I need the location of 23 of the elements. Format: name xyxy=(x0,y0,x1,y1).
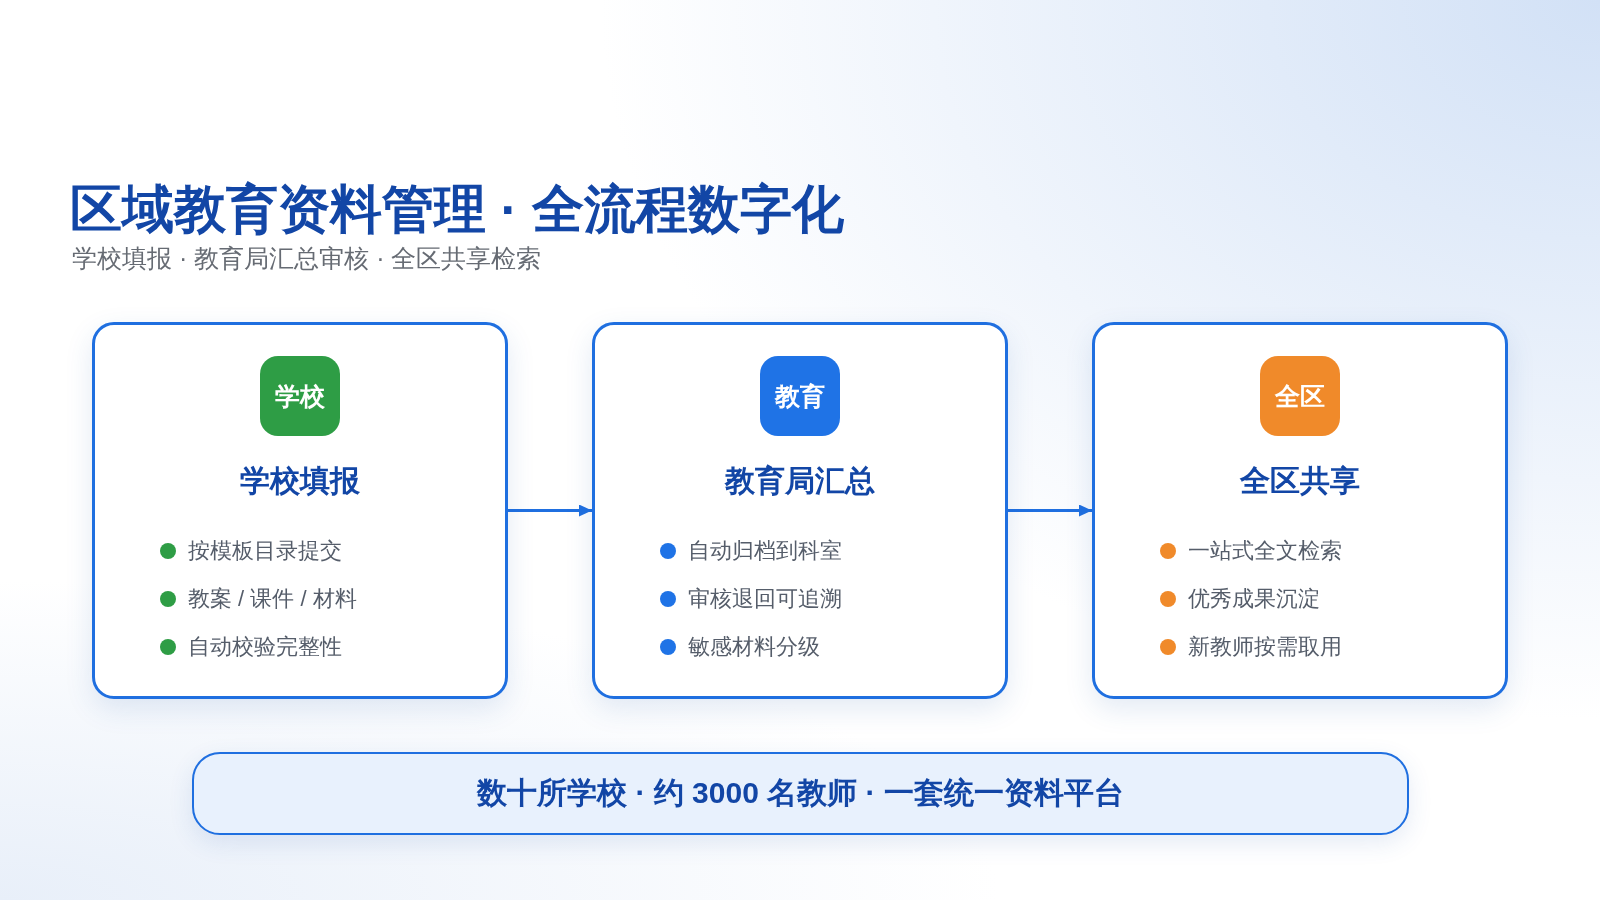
list-item: 敏感材料分级 xyxy=(688,633,820,661)
card-heading: 学校填报 xyxy=(239,463,361,499)
list-item: 按模板目录提交 xyxy=(188,537,342,565)
list-item: 优秀成果沉淀 xyxy=(1188,585,1320,613)
process-card xyxy=(592,322,1008,699)
subtitle: 学校填报 · 教育局汇总审核 · 全区共享检索 xyxy=(72,243,542,274)
list-item: 自动归档到科室 xyxy=(688,537,842,565)
step-badge: 全区 xyxy=(1260,356,1340,436)
page-title: 区域教育资料管理 · 全流程数字化 xyxy=(70,179,845,240)
list-item: 新教师按需取用 xyxy=(1188,633,1342,661)
summary-banner: 数十所学校 · 约 3000 名教师 · 一套统一资料平台 xyxy=(192,752,1409,835)
step-badge: 学校 xyxy=(260,356,340,436)
step-badge: 教育 xyxy=(760,356,840,436)
arrow xyxy=(508,504,592,517)
arrow xyxy=(1008,504,1092,517)
list-item: 教案 / 课件 / 材料 xyxy=(188,585,357,613)
list-item: 审核退回可追溯 xyxy=(688,585,842,613)
card-heading: 全区共享 xyxy=(1239,463,1361,499)
card-heading: 教育局汇总 xyxy=(723,463,876,499)
process-card xyxy=(1092,322,1508,699)
list-item: 自动校验完整性 xyxy=(188,633,342,661)
list-item: 一站式全文检索 xyxy=(1188,537,1342,565)
process-card xyxy=(92,322,508,699)
